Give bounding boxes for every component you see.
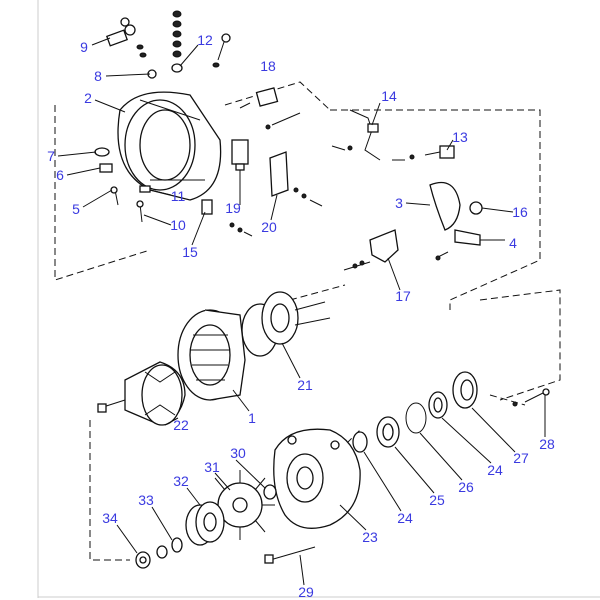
part-33-washer (171, 537, 183, 553)
callout-2: 2 (84, 90, 92, 106)
callout-28: 28 (539, 436, 555, 452)
callout-4: 4 (509, 235, 517, 251)
callout-15: 15 (182, 244, 198, 260)
part-21-slip-ring-bearing (241, 291, 331, 357)
part-15-spring (201, 199, 253, 237)
callout-leaders (57, 37, 546, 586)
part-34-nut (135, 545, 168, 569)
part-32-pulley (185, 501, 225, 546)
part-7-6-5-small-parts (94, 147, 151, 223)
callout-22: 22 (173, 417, 189, 433)
callout-26: 26 (458, 479, 474, 495)
part-25-bearing (376, 416, 400, 448)
callout-13: 13 (452, 129, 468, 145)
part-18-capacitor (239, 87, 301, 130)
callout-17: 17 (395, 288, 411, 304)
callout-3: 3 (395, 195, 403, 211)
callout-21: 21 (297, 377, 313, 393)
part-14-diode-lead (331, 109, 381, 161)
callout-7: 7 (47, 148, 55, 164)
callout-18: 18 (260, 58, 276, 74)
part-20-bracket (269, 151, 323, 207)
callout-31: 31 (204, 459, 220, 475)
part-23-front-housing (273, 428, 361, 529)
part-24-spacer (352, 431, 368, 453)
part-19-regulator (231, 139, 249, 171)
part-1-stator (177, 309, 246, 401)
callout-34: 34 (102, 510, 118, 526)
part-27-bearing (452, 371, 478, 409)
callout-16: 16 (512, 204, 528, 220)
callout-32: 32 (173, 473, 189, 489)
part-24-retainer (428, 391, 448, 419)
callout-19: 19 (225, 200, 241, 216)
callout-24-lower: 24 (397, 510, 413, 526)
part-22-rotor (97, 361, 186, 426)
callout-1: 1 (248, 410, 256, 426)
part-30-collar (263, 484, 277, 500)
callout-8: 8 (94, 68, 102, 84)
part-2-rear-housing (117, 91, 222, 201)
callout-23: 23 (362, 529, 378, 545)
part-12-nut-stack (171, 10, 183, 73)
callout-25: 25 (429, 492, 445, 508)
part-26-o-ring (405, 402, 427, 434)
callout-29: 29 (298, 584, 314, 600)
callout-27: 27 (513, 450, 529, 466)
part-9-terminal (105, 17, 147, 58)
callout-5: 5 (72, 201, 80, 217)
callout-6: 6 (56, 167, 64, 183)
part-17-brush-holder (343, 229, 399, 271)
callout-11: 11 (170, 188, 186, 204)
callout-24-upper: 24 (487, 462, 503, 478)
callout-9: 9 (80, 39, 88, 55)
callout-12: 12 (197, 32, 213, 48)
part-28-bolt (512, 388, 550, 407)
callout-20: 20 (261, 219, 277, 235)
part-13-terminal (392, 145, 455, 161)
callout-10: 10 (170, 217, 186, 233)
part-29-through-bolt (264, 546, 316, 564)
callout-33: 33 (138, 492, 154, 508)
bolt-top (212, 33, 231, 68)
part-3-rectifier-plate (429, 181, 461, 231)
part-16-nut (469, 201, 483, 215)
callout-30: 30 (230, 445, 246, 461)
callout-14: 14 (381, 88, 397, 104)
part-4-rectifier (435, 229, 481, 261)
